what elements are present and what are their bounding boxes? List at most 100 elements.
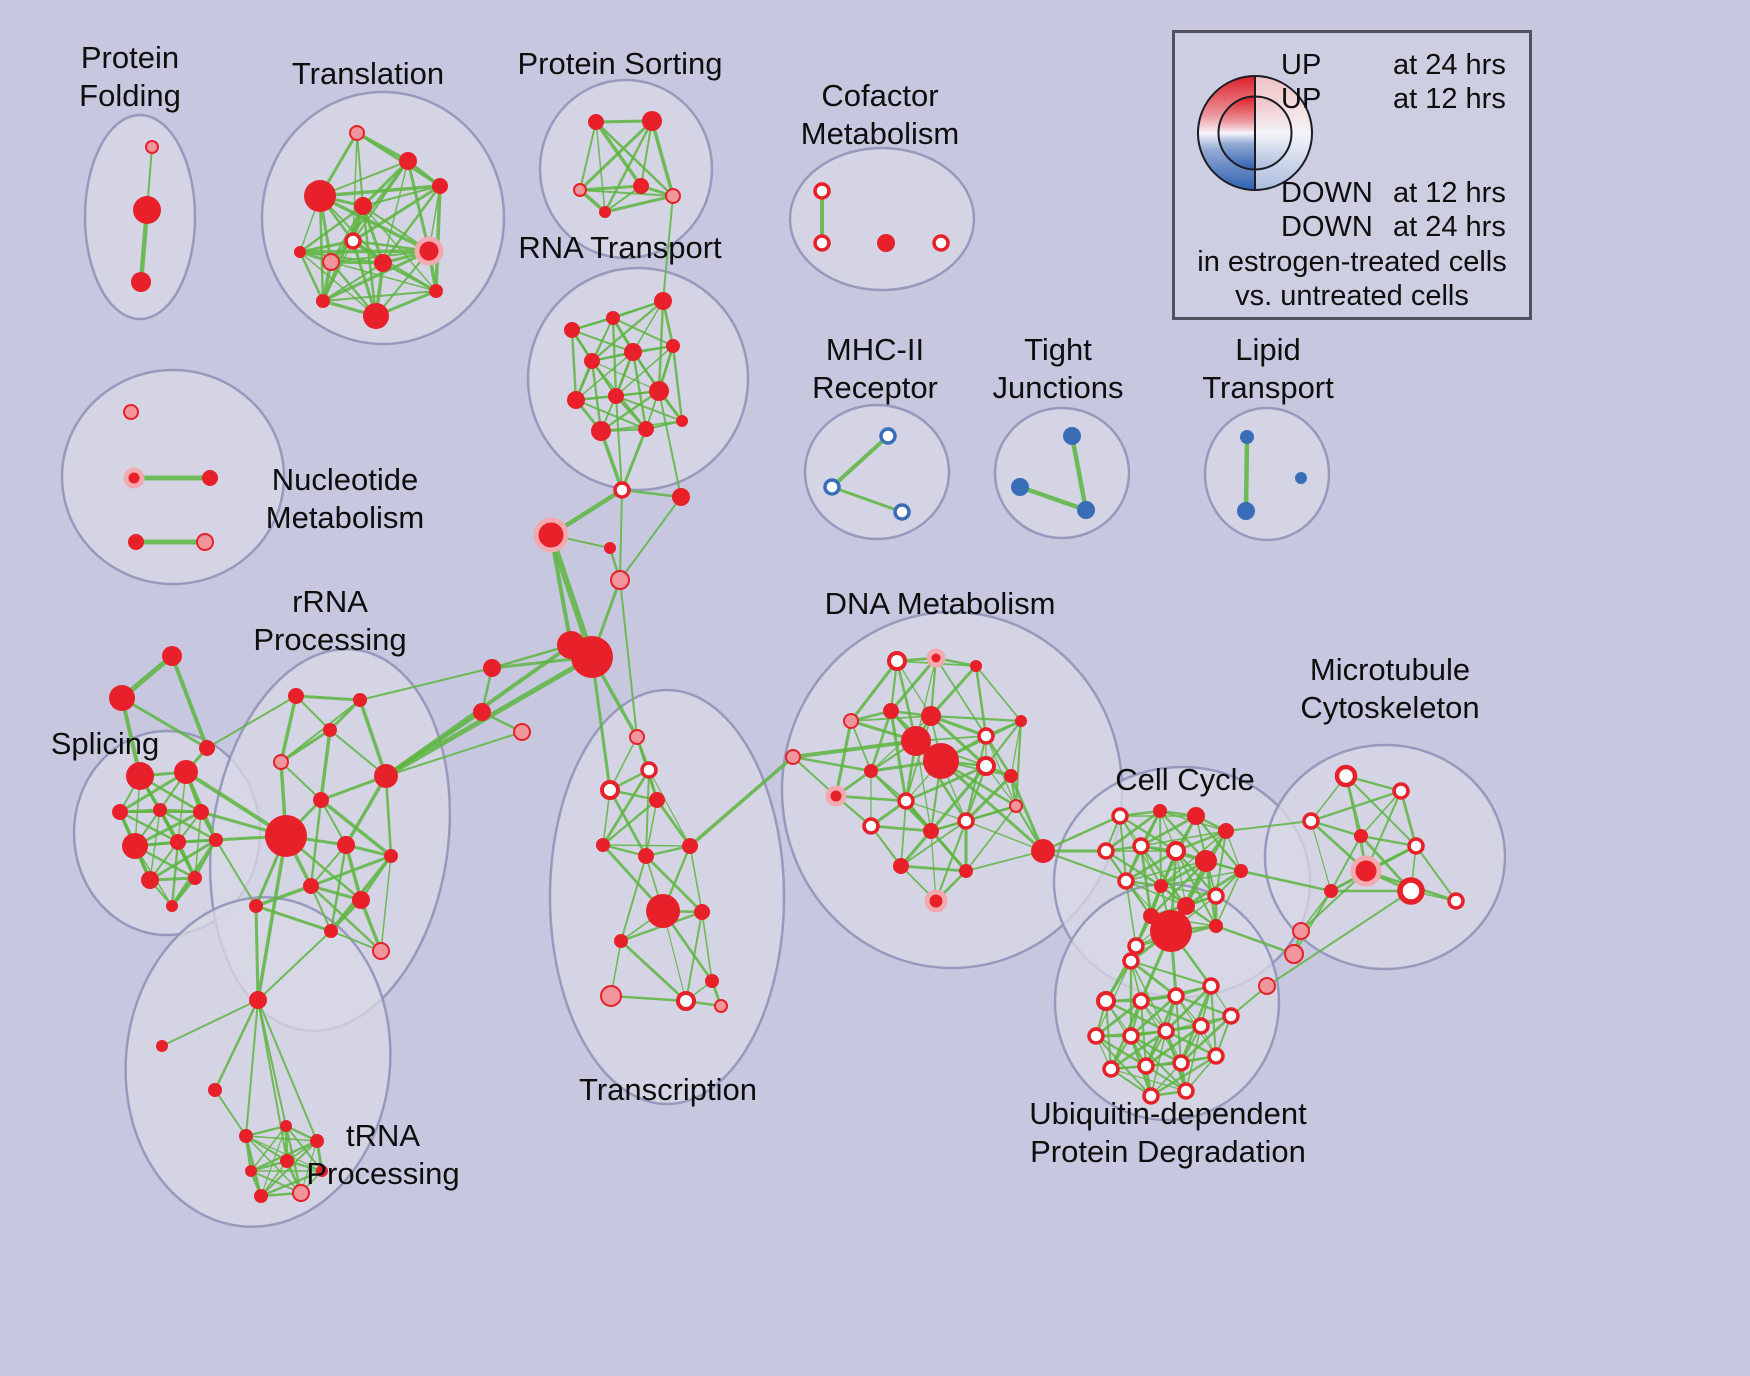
gene-node bbox=[666, 339, 680, 353]
gene-node bbox=[976, 756, 996, 776]
gene-node bbox=[596, 838, 610, 852]
edge bbox=[575, 399, 647, 430]
gene-node bbox=[1142, 1087, 1160, 1105]
legend-time-down-24: at 24 hrs bbox=[1393, 211, 1506, 243]
gene-node bbox=[610, 570, 630, 590]
edge bbox=[1042, 850, 1127, 882]
edge bbox=[1139, 844, 1188, 908]
edge bbox=[615, 395, 623, 491]
edge bbox=[620, 427, 648, 492]
gene-node bbox=[1234, 864, 1248, 878]
edge bbox=[385, 731, 523, 777]
edge bbox=[1179, 1014, 1233, 1065]
gene-node bbox=[977, 727, 995, 745]
cluster-label-transcription: Transcription bbox=[579, 1072, 757, 1107]
edge bbox=[298, 239, 355, 254]
edge bbox=[1149, 1054, 1218, 1098]
edge bbox=[1125, 860, 1207, 882]
edge bbox=[310, 885, 332, 932]
edge bbox=[620, 855, 647, 942]
gene-node bbox=[353, 693, 367, 707]
gene-node bbox=[970, 660, 982, 672]
edge bbox=[359, 667, 493, 701]
edge bbox=[1095, 1035, 1152, 1097]
edge bbox=[380, 855, 392, 952]
edge bbox=[309, 798, 323, 888]
edge bbox=[1330, 835, 1362, 892]
cluster-label-dna-metabolism: DNA Metabolism bbox=[825, 586, 1056, 621]
gene-node bbox=[1218, 823, 1234, 839]
gene-node bbox=[629, 729, 645, 745]
edge bbox=[120, 696, 209, 750]
gene-node bbox=[665, 188, 681, 204]
edge bbox=[590, 359, 603, 433]
gene-node bbox=[1102, 1060, 1120, 1078]
inner-disc-right-half bbox=[1255, 96, 1292, 170]
gene-node bbox=[633, 178, 649, 194]
gene-node bbox=[785, 749, 801, 765]
gene-node bbox=[313, 792, 329, 808]
gene-node bbox=[1392, 782, 1410, 800]
gene-node bbox=[193, 804, 209, 820]
gene-node bbox=[1097, 842, 1115, 860]
gene-node bbox=[166, 900, 178, 912]
edge bbox=[299, 251, 377, 317]
edge bbox=[609, 994, 688, 1003]
gene-node bbox=[141, 871, 159, 889]
gene-node bbox=[813, 182, 831, 200]
gene-node bbox=[1063, 427, 1081, 445]
legend-caption-line2: vs. untreated cells bbox=[1235, 280, 1469, 312]
legend-time-12: at 12 hrs bbox=[1393, 83, 1506, 115]
gene-node bbox=[1177, 897, 1195, 915]
edge bbox=[1129, 994, 1178, 1038]
edge bbox=[148, 838, 218, 882]
gene-node bbox=[604, 542, 616, 554]
gene-node bbox=[1334, 764, 1358, 788]
edge bbox=[1345, 775, 1417, 847]
edge bbox=[1010, 720, 1022, 777]
edge bbox=[361, 159, 410, 208]
edge bbox=[1125, 880, 1137, 947]
gene-node bbox=[414, 236, 444, 266]
edge bbox=[671, 344, 684, 423]
edge bbox=[245, 999, 259, 1137]
edge bbox=[619, 489, 623, 581]
gene-node bbox=[352, 891, 370, 909]
gene-node bbox=[923, 743, 959, 779]
gene-node bbox=[613, 481, 631, 499]
edge bbox=[889, 709, 908, 803]
gene-node bbox=[1292, 922, 1310, 940]
edge bbox=[791, 755, 873, 773]
edge bbox=[351, 184, 442, 243]
gene-node bbox=[1015, 715, 1027, 727]
edge bbox=[318, 194, 431, 253]
edge bbox=[590, 299, 665, 363]
gene-node bbox=[573, 183, 587, 197]
edge bbox=[645, 769, 650, 857]
gene-node bbox=[354, 197, 372, 215]
cluster-label-splicing: Splicing bbox=[51, 726, 160, 761]
edge bbox=[294, 694, 362, 702]
legend-word-down-12: DOWN bbox=[1281, 177, 1373, 209]
gene-node bbox=[249, 991, 267, 1009]
gene-node bbox=[1207, 1047, 1225, 1065]
gene-node bbox=[1240, 430, 1254, 444]
gene-node bbox=[322, 253, 340, 271]
edge bbox=[319, 798, 393, 858]
gene-node bbox=[567, 391, 585, 409]
edge bbox=[295, 695, 331, 731]
edge bbox=[322, 290, 437, 302]
gene-node bbox=[606, 311, 620, 325]
gene-node bbox=[323, 723, 337, 737]
gene-node bbox=[1077, 501, 1095, 519]
edge bbox=[344, 774, 388, 847]
edge bbox=[850, 720, 872, 772]
edge bbox=[1069, 433, 1089, 513]
edge bbox=[1225, 820, 1312, 832]
edge bbox=[965, 850, 1044, 872]
gene-node bbox=[374, 764, 398, 788]
edge bbox=[206, 695, 297, 749]
